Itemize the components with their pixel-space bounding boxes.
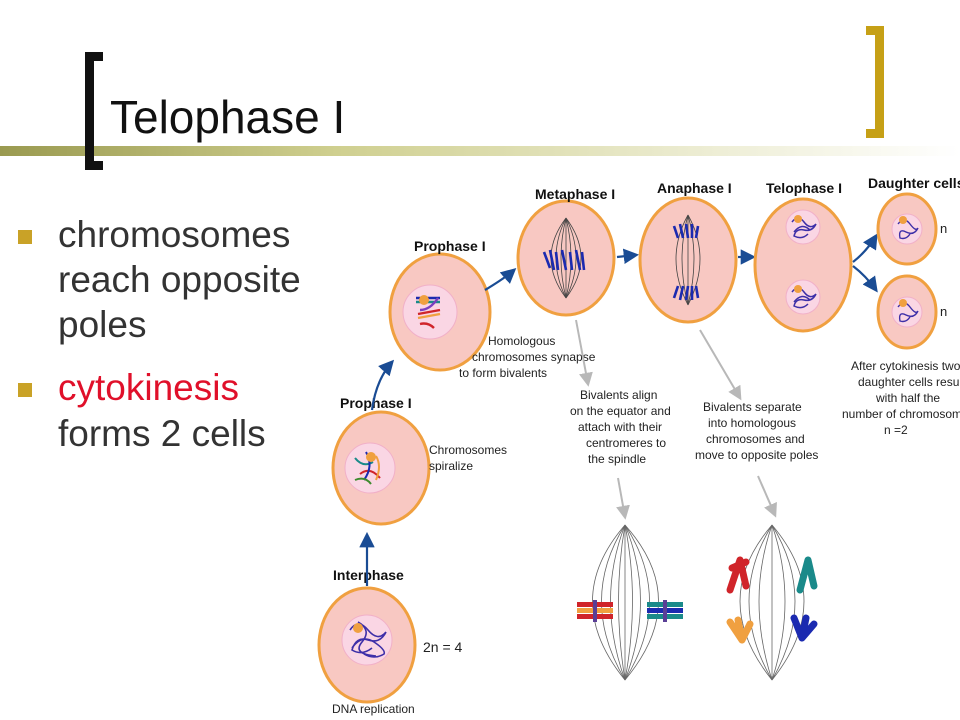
- bullet-line: poles: [58, 304, 147, 346]
- pointer-anaphase-note: [699, 329, 742, 401]
- label-prophase1-late: Prophase I: [414, 238, 486, 254]
- pointer-align-detail: [616, 477, 630, 520]
- bullet-line: reach opposite: [58, 259, 301, 301]
- label-metaphase1: Metaphase I: [535, 186, 615, 202]
- prophase1-late-cell: [388, 252, 492, 372]
- bullet-square-icon: [18, 230, 32, 244]
- daughter-cell-top: [876, 192, 938, 266]
- label-telophase1: Telophase I: [766, 180, 842, 196]
- bullet-list: chromosomes reach opposite poles cytokin…: [10, 212, 380, 474]
- label-n-top: n: [940, 221, 947, 236]
- arrow-to-daughter-top: [852, 233, 878, 263]
- right-bracket-decoration: [866, 26, 884, 138]
- note-after-5: n =2: [884, 423, 908, 437]
- label-anaphase1: Anaphase I: [657, 180, 732, 196]
- note-spiralize-1: Chromosomes: [429, 443, 507, 457]
- bullet-line: chromosomes: [58, 214, 291, 255]
- label-interphase: Interphase: [333, 567, 404, 583]
- label-dna-replication: DNA replication: [332, 702, 415, 716]
- note-separate-3: chromosomes and: [706, 432, 805, 446]
- pointer-metaphase-note: [575, 319, 593, 387]
- note-separate-2: into homologous: [708, 416, 796, 430]
- title-underline-bar: [0, 146, 960, 156]
- note-synapse-2: chromosomes synapse: [472, 350, 596, 364]
- note-align-4: centromeres to: [586, 436, 666, 450]
- left-bracket-decoration: [85, 52, 103, 170]
- arrow-metaphase-anaphase: [616, 248, 640, 264]
- note-synapse-3: to form bivalents: [459, 366, 547, 380]
- label-daughter-cells: Daughter cells: [868, 175, 960, 191]
- metaphase1-cell: [516, 199, 616, 317]
- daughter-cell-bottom: [876, 274, 938, 350]
- bullet-item-cytokinesis: cytokinesis forms 2 cells: [10, 365, 380, 455]
- bivalent-red-orange: [577, 600, 613, 622]
- arrow-to-daughter-bottom: [852, 265, 878, 293]
- note-separate-4: move to opposite poles: [695, 448, 818, 462]
- bullet-item-chromosomes: chromosomes reach opposite poles: [10, 212, 380, 347]
- bullet-line: forms 2 cells: [58, 412, 266, 454]
- bullet-square-icon: [18, 383, 32, 398]
- bivalent-teal-blue: [647, 600, 683, 622]
- note-synapse-1: Homologous: [488, 334, 555, 348]
- interphase-cell: [317, 586, 417, 704]
- note-after-1: After cytokinesis two: [851, 359, 960, 373]
- slide-title: Telophase I: [110, 92, 350, 143]
- anaphase1-cell: [638, 196, 738, 324]
- note-align-2: on the equator and: [570, 404, 671, 418]
- bullet-highlight: cytokinesis: [58, 367, 239, 409]
- note-align-3: attach with their: [578, 420, 662, 434]
- note-after-4: number of chromosomes: [842, 407, 960, 421]
- metaphase-spindle-detail: [577, 524, 683, 681]
- note-spiralize-2: spiralize: [429, 459, 473, 473]
- pointer-separate-detail: [757, 475, 777, 518]
- chromatin-tangle: [349, 621, 387, 658]
- anaphase-spindle-detail: [726, 524, 818, 681]
- note-after-2: daughter cells result: [858, 375, 960, 389]
- note-align-1: Bivalents align: [580, 388, 657, 402]
- note-align-5: the spindle: [588, 452, 646, 466]
- note-separate-1: Bivalents separate: [703, 400, 802, 414]
- centrosome-dot: [353, 623, 363, 633]
- label-2n: 2n = 4: [423, 639, 463, 655]
- label-n-bottom: n: [940, 304, 947, 319]
- telophase1-cell: [753, 197, 853, 333]
- arrow-prophase-metaphase: [484, 267, 517, 291]
- note-after-3: with half the: [875, 391, 940, 405]
